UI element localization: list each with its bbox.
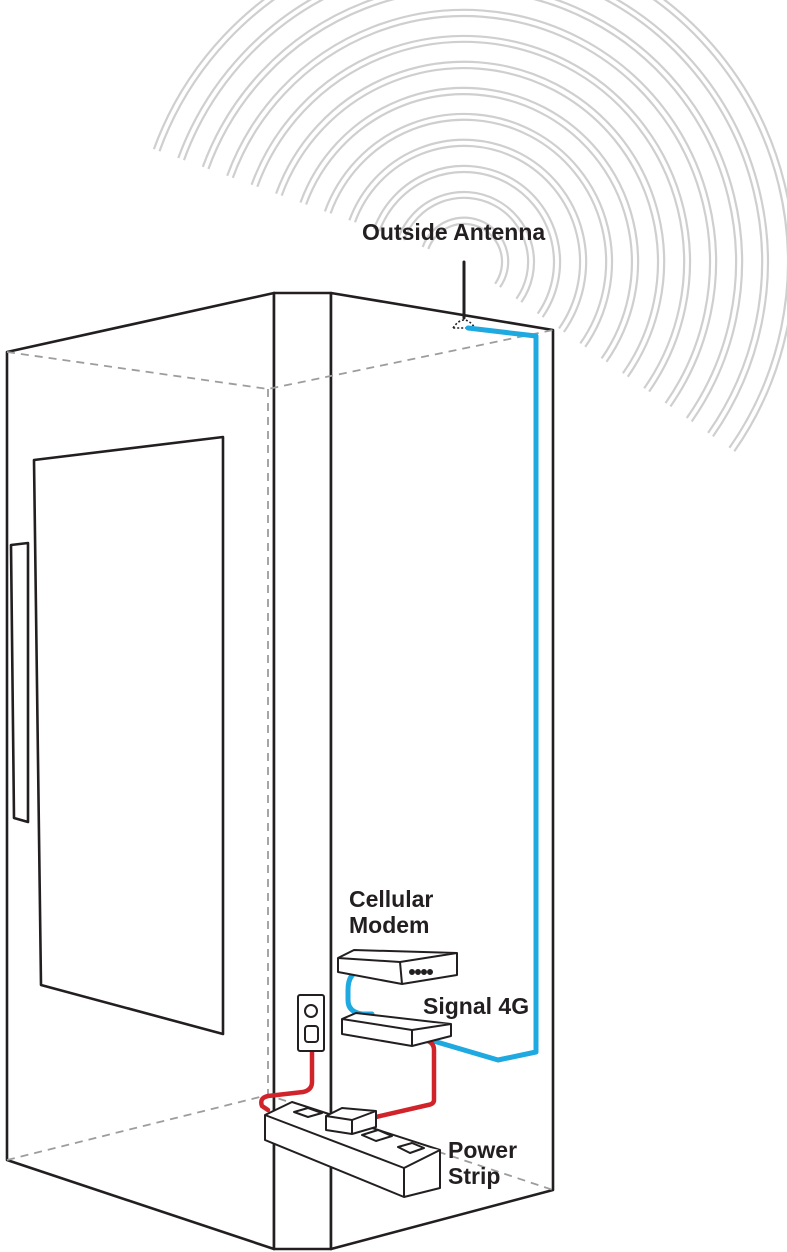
kiosk-front-face bbox=[5, 291, 276, 1251]
cellular-modem-label: Cellular Modem bbox=[349, 886, 433, 938]
signal-wave-arc bbox=[348, 138, 588, 333]
signal-wave-arc bbox=[421, 216, 510, 288]
signal-wave-arc bbox=[231, 14, 712, 404]
signal-booster-icon bbox=[341, 1012, 452, 1047]
signal-wave-arc bbox=[256, 40, 686, 389]
outside-antenna-label: Outside Antenna bbox=[362, 219, 546, 245]
signal-wave-arc bbox=[353, 144, 582, 330]
kiosk-screen bbox=[32, 435, 225, 1036]
power-strip-label-line-2: Strip bbox=[448, 1163, 501, 1189]
signal-wave-arc bbox=[299, 86, 640, 363]
signal-wave-arc bbox=[182, 0, 764, 434]
power-strip-label-line-1: Power bbox=[448, 1137, 518, 1163]
power-strip-label: Power Strip bbox=[448, 1137, 517, 1189]
signal-wave-arc bbox=[207, 0, 738, 419]
kiosk-handle bbox=[9, 541, 30, 824]
cellular-modem-icon bbox=[337, 949, 458, 985]
signal-wave-arc bbox=[201, 0, 744, 423]
signal-wave-arc bbox=[177, 0, 770, 438]
signal-wave-arc bbox=[323, 112, 614, 348]
signal-wave-arc bbox=[329, 118, 608, 345]
top-hidden-edge bbox=[6, 329, 554, 390]
signal-wave-arc bbox=[226, 8, 718, 408]
power-strip-icon bbox=[264, 1101, 441, 1198]
signal-wave-arc bbox=[427, 222, 504, 285]
signal-wave-arc bbox=[402, 196, 530, 300]
signal-wave-arc bbox=[378, 170, 556, 315]
signal-wave-arc bbox=[397, 190, 536, 303]
cellular-modem-label-line-1: Cellular bbox=[349, 886, 434, 912]
outlet-power-cable bbox=[259, 1047, 315, 1113]
wall-outlet-icon bbox=[297, 994, 325, 1052]
signal-wave-arc bbox=[275, 60, 666, 378]
signal-booster-label: Signal 4G bbox=[423, 993, 530, 1019]
kiosk-side-face bbox=[329, 291, 555, 1251]
signal-wave-arc bbox=[280, 67, 660, 374]
signal-wave-arc bbox=[152, 0, 787, 452]
antenna-cable bbox=[427, 325, 539, 1063]
signal-wave-arc bbox=[250, 34, 692, 393]
signal-wave-arc bbox=[305, 93, 633, 360]
signal-wave-arc bbox=[372, 164, 562, 318]
kiosk-cabinet bbox=[5, 291, 555, 1251]
cellular-modem-label-line-2: Modem bbox=[349, 912, 430, 938]
